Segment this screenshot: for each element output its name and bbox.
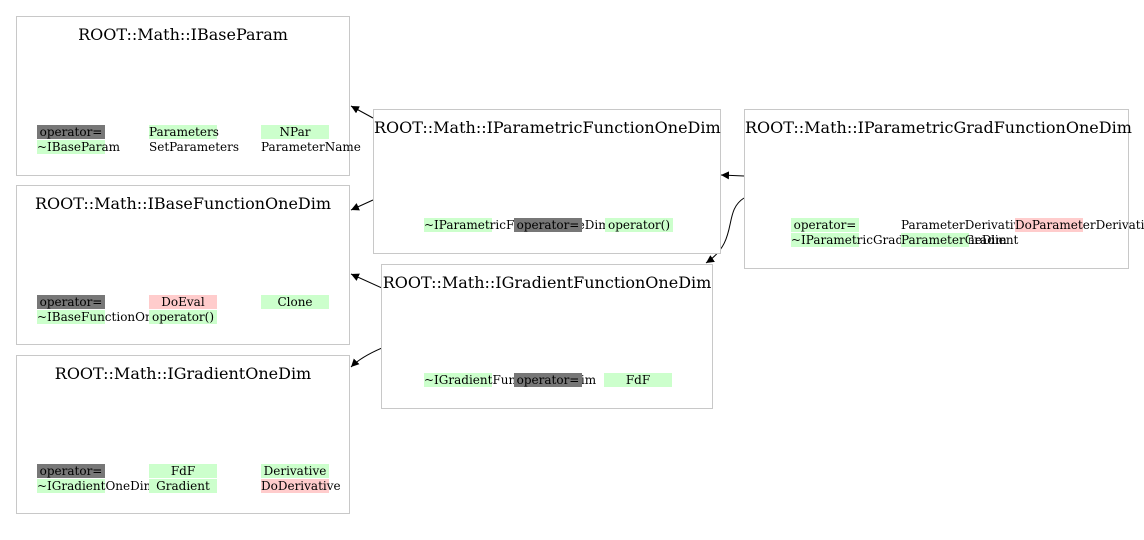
class-title: ROOT::Math::IParametricGradFunctionOneDi… [745,118,1132,137]
member-parameterderivative[interactable]: ParameterDerivative [901,218,1028,232]
member-doparameterderivative[interactable]: DoParameterDerivative [1015,218,1144,232]
member-setparameters[interactable]: SetParameters [149,140,240,154]
member-npar[interactable]: NPar [261,125,329,139]
member-destructor[interactable]: ~IBaseFunctionOneDim [37,310,185,324]
member-operator-call[interactable]: operator() [149,310,217,324]
member-parametername[interactable]: ParameterName [261,140,361,154]
member-doderivative[interactable]: DoDerivative [261,479,341,493]
class-node-ibaseparam[interactable]: ROOT::Math::IBaseParam operator= Paramet… [16,16,361,176]
edge-iparametricfunction-to-ibaseparam [350,105,374,119]
class-title: ROOT::Math::IParametricFunctionOneDim [374,118,721,137]
member-operator-assign[interactable]: operator= [37,464,105,478]
class-node-igradientonedim[interactable]: ROOT::Math::IGradientOneDim operator= Fd… [16,355,350,514]
class-node-ibasefunctiononedim[interactable]: ROOT::Math::IBaseFunctionOneDim operator… [16,185,350,345]
member-fdf[interactable]: FdF [604,373,672,387]
member-derivative[interactable]: Derivative [261,464,329,478]
member-operator-assign[interactable]: operator= [514,373,582,387]
member-clone[interactable]: Clone [261,295,329,309]
class-node-iparametricfunctiononedim[interactable]: ROOT::Math::IParametricFunctionOneDim ~I… [373,109,721,254]
member-parameters[interactable]: Parameters [149,125,219,139]
class-node-igradientfunctiononedim[interactable]: ROOT::Math::IGradientFunctionOneDim ~IGr… [381,264,713,409]
member-destructor[interactable]: ~IParametricGradFunctionOneDim [791,233,1007,247]
edge-igradientfunction-to-igradientonedim [350,347,383,368]
edge-igradientfunction-to-ibasefunction [350,273,383,289]
member-destructor[interactable]: ~IParametricFunctionOneDim [424,218,610,232]
class-title: ROOT::Math::IBaseParam [78,25,288,44]
member-destructor[interactable]: ~IGradientFunctionOneDim [424,373,597,387]
member-parametergradient[interactable]: ParameterGradient [901,233,1019,247]
edge-iparametricfunction-to-ibasefunction [350,199,374,211]
class-title: ROOT::Math::IGradientFunctionOneDim [382,273,712,292]
member-gradient[interactable]: Gradient [149,479,217,493]
member-destructor[interactable]: ~IGradientOneDim [37,479,155,493]
member-operator-assign[interactable]: operator= [791,218,859,232]
edge-iparametricgrad-to-iparametricfunction [720,171,745,180]
member-fdf[interactable]: FdF [149,464,217,478]
member-operator-assign[interactable]: operator= [514,218,582,232]
member-destructor[interactable]: ~IBaseParam [37,140,120,154]
class-title: ROOT::Math::IBaseFunctionOneDim [34,194,332,213]
member-operator-assign[interactable]: operator= [37,125,105,139]
member-doeval[interactable]: DoEval [149,295,217,309]
edge-iparametricgrad-to-igradientfunction [705,197,745,264]
class-node-iparametricgradfunctiononedim[interactable]: ROOT::Math::IParametricGradFunctionOneDi… [744,109,1144,269]
member-operator-call[interactable]: operator() [605,218,673,232]
member-operator-assign[interactable]: operator= [37,295,105,309]
class-title: ROOT::Math::IGradientOneDim [54,364,312,383]
